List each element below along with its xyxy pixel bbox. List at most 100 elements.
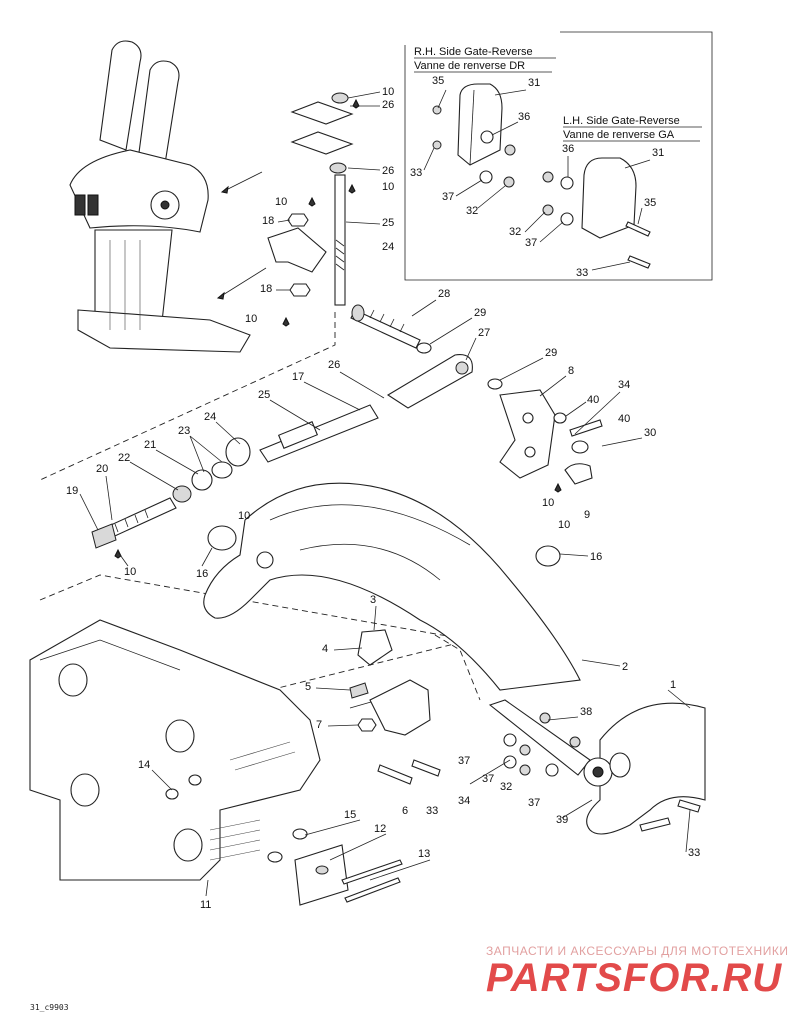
callout-32: 32	[466, 205, 478, 217]
callout-33: 33	[688, 847, 700, 859]
callout-6: 6	[402, 805, 408, 817]
bracket-assembly	[499, 389, 603, 493]
callout-22: 22	[118, 452, 130, 464]
callout-10: 10	[382, 181, 394, 193]
callout-29: 29	[474, 307, 486, 319]
callout-19: 19	[66, 485, 78, 497]
callout-3: 3	[370, 594, 376, 606]
small-parts	[349, 629, 441, 785]
cable-linkage	[91, 304, 503, 559]
rh-nut-32	[503, 176, 515, 188]
callout-33: 33	[576, 267, 588, 279]
rh-title-en: R.H. Side Gate-Reverse	[414, 46, 533, 58]
lh-bolt-33	[627, 255, 651, 269]
lh-washer-37	[560, 212, 574, 226]
callout-5: 5	[305, 681, 311, 693]
gate-reverse-inset: R.H. Side Gate-Reverse Vanne de renverse…	[404, 31, 713, 281]
dashed-frame-middle	[39, 574, 471, 736]
rh-title-fr: Vanne de renverse DR	[414, 60, 525, 72]
lh-gate-plate	[581, 157, 637, 239]
callout-36: 36	[562, 143, 574, 155]
callout-34: 34	[618, 379, 630, 391]
callout-26: 26	[328, 359, 340, 371]
callout-18: 18	[260, 283, 272, 295]
callout-10: 10	[558, 519, 570, 531]
callout-29: 29	[545, 347, 557, 359]
callout-31: 31	[528, 77, 540, 89]
reverse-gate	[203, 482, 581, 691]
callout-17: 17	[292, 371, 304, 383]
callout-10: 10	[542, 497, 554, 509]
lh-washer-36	[560, 176, 574, 190]
callout-numbers: 35 31 36 33 37 32 36 31 35 32 37 33 10 2…	[66, 75, 700, 911]
rh-gate-plate	[457, 83, 503, 166]
callout-10: 10	[382, 86, 394, 98]
callout-37: 37	[525, 237, 537, 249]
callout-30: 30	[644, 427, 656, 439]
callout-23: 23	[178, 425, 190, 437]
callout-40: 40	[618, 413, 630, 425]
callout-1: 1	[670, 679, 676, 691]
lh-nut-36	[542, 171, 554, 183]
lh-nut-32	[542, 204, 554, 216]
rh-washer-36	[480, 130, 494, 144]
callout-2: 2	[622, 661, 628, 673]
callout-27: 27	[478, 327, 490, 339]
callout-33: 33	[426, 805, 438, 817]
callout-35: 35	[432, 75, 444, 87]
callout-26: 26	[382, 165, 394, 177]
callout-21: 21	[144, 439, 156, 451]
callout-28: 28	[438, 288, 450, 300]
callout-14: 14	[138, 759, 150, 771]
watermark-logo: PARTSFOR.RU	[486, 956, 783, 1000]
callout-33: 33	[410, 167, 422, 179]
rh-bolt-33	[432, 140, 442, 150]
callout-32: 32	[500, 781, 512, 793]
callout-15: 15	[344, 809, 356, 821]
callout-10: 10	[238, 510, 250, 522]
callout-18: 18	[262, 215, 274, 227]
callout-37: 37	[528, 797, 540, 809]
callout-24: 24	[382, 241, 394, 253]
callout-11: 11	[200, 899, 211, 911]
callout-20: 20	[96, 463, 108, 475]
callout-13: 13	[418, 848, 430, 860]
rh-bolt-35	[432, 105, 442, 115]
callout-36: 36	[518, 111, 530, 123]
callout-32: 32	[509, 226, 521, 238]
callout-24: 24	[204, 411, 216, 423]
lh-bolt-35	[625, 221, 651, 237]
callout-34: 34	[458, 795, 470, 807]
callout-10: 10	[245, 313, 257, 325]
callout-37: 37	[482, 773, 494, 785]
callout-37: 37	[458, 755, 470, 767]
control-lever-assembly	[69, 40, 267, 353]
callout-10: 10	[275, 196, 287, 208]
dashed-frame-upper	[39, 312, 336, 481]
callout-8: 8	[568, 365, 574, 377]
callout-leaders	[79, 89, 691, 897]
callout-25: 25	[382, 217, 394, 229]
rh-washer-37	[479, 170, 493, 184]
callout-40: 40	[587, 394, 599, 406]
figure-reference-code: 31_c9903	[30, 1003, 69, 1012]
lh-title-en: L.H. Side Gate-Reverse	[563, 115, 680, 127]
callout-9: 9	[584, 509, 590, 521]
callout-12: 12	[374, 823, 386, 835]
callout-35: 35	[644, 197, 656, 209]
callout-38: 38	[580, 706, 592, 718]
cable-top-hardware	[267, 92, 360, 327]
watermark-tagline: ЗАПЧАСТИ И АКСЕССУАРЫ ДЛЯ МОТОТЕХНИКИ	[486, 944, 789, 958]
callout-37: 37	[442, 191, 454, 203]
reverse-gate-arm	[469, 699, 706, 835]
callout-16: 16	[590, 551, 602, 563]
callout-16: 16	[196, 568, 208, 580]
callout-26: 26	[382, 99, 394, 111]
callout-4: 4	[322, 643, 328, 655]
dashed-frame-lower	[434, 634, 481, 701]
jet-pump-housing	[29, 619, 403, 906]
callout-7: 7	[316, 719, 322, 731]
lh-title-fr: Vanne de renverse GA	[563, 129, 675, 141]
callout-25: 25	[258, 389, 270, 401]
